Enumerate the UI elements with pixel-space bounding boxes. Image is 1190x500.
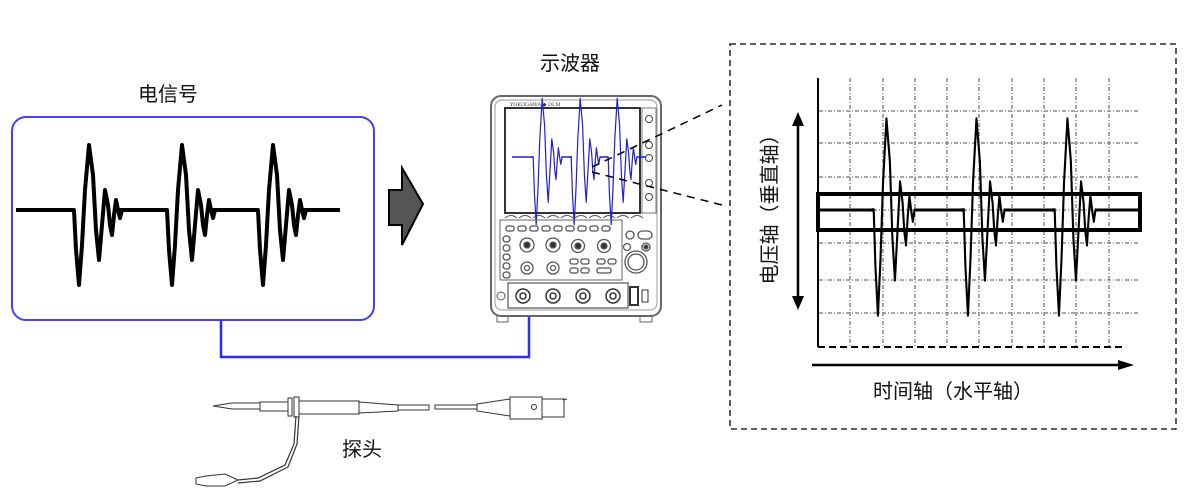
input-connectors	[515, 288, 621, 304]
oscilloscope-screen	[504, 107, 641, 214]
oscilloscope-label: 示波器	[540, 51, 600, 75]
signal-burst-3	[254, 143, 308, 287]
screen-waveform	[512, 97, 646, 226]
detail-waveform	[819, 117, 1140, 317]
detail-burst-1	[870, 117, 917, 317]
electrical-signal-label: 电信号	[138, 82, 198, 106]
voltage-axis-arrowhead-up-icon	[792, 112, 804, 126]
voltage-axis-label: 电压轴（垂直轴）	[757, 124, 782, 285]
detail-panel-border	[729, 43, 1177, 430]
voltage-axis-arrowhead-down-icon	[792, 296, 804, 310]
time-axis-arrowhead-icon	[1118, 360, 1134, 370]
signal-burst-2	[163, 143, 217, 287]
signal-burst-1	[70, 143, 124, 287]
probe-connection	[219, 304, 535, 359]
signal-waveform	[16, 143, 340, 287]
probe-illustration	[195, 396, 568, 487]
signal-box-border	[11, 116, 375, 321]
zoom-highlight-box	[816, 192, 1142, 232]
connection-line	[219, 314, 531, 359]
oscilloscope-device: YOKOGAWA ◆ DLM	[490, 95, 662, 323]
detail-panel	[729, 43, 1177, 430]
detail-burst-3	[1051, 117, 1098, 317]
signal-panel	[11, 116, 375, 321]
detail-burst-2	[960, 117, 1007, 317]
probe-label: 探头	[342, 437, 382, 461]
flow-arrow-icon	[388, 164, 425, 246]
zoom-callout-lines	[591, 104, 723, 206]
time-axis-label: 时间轴（水平轴）	[873, 379, 1033, 403]
oscilloscope-brand: YOKOGAWA ◆ DLM	[509, 102, 560, 108]
